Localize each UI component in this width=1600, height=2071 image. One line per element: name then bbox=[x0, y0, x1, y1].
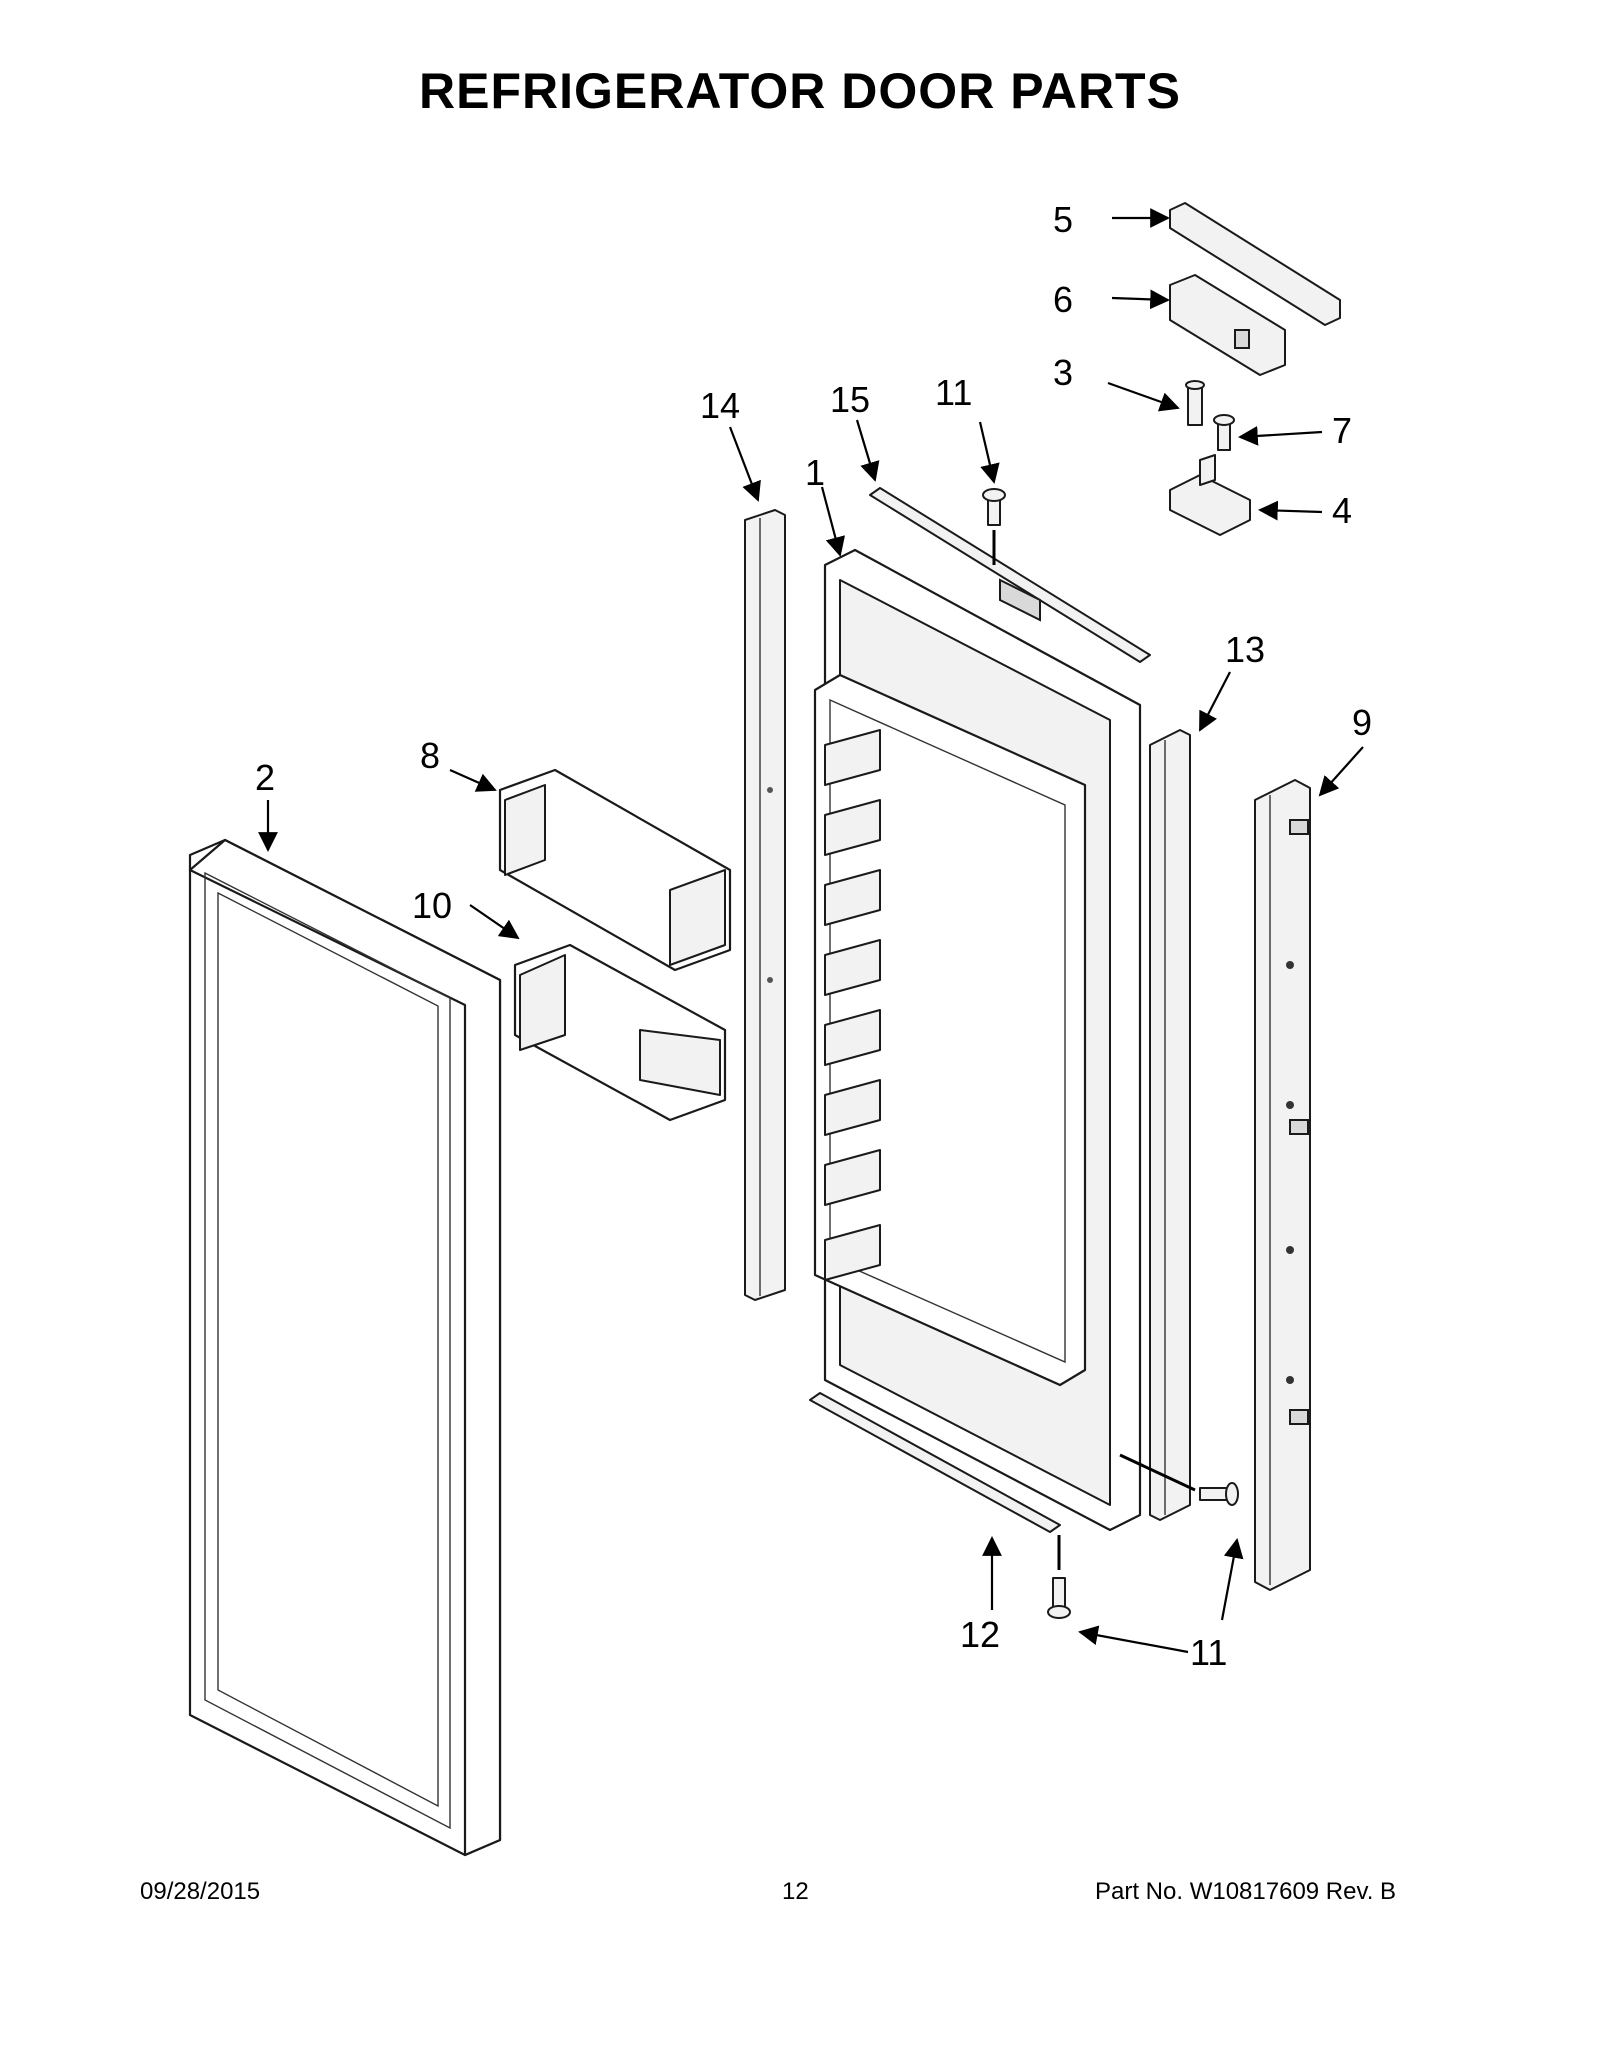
shelf-cradles bbox=[824, 729, 881, 1281]
callout-11-top: 11 bbox=[935, 372, 972, 413]
screw-bottom-part bbox=[1047, 1577, 1071, 1619]
callout-7: 7 bbox=[1332, 410, 1352, 451]
footer-date: 09/28/2015 bbox=[140, 1878, 261, 1905]
leader-lines bbox=[258, 208, 1364, 1654]
door-panel-part bbox=[188, 838, 502, 1857]
hinge-pin-part bbox=[1185, 380, 1205, 426]
screw-side-part bbox=[1199, 1482, 1239, 1506]
hinge-bracket-part bbox=[1169, 454, 1251, 536]
door-bin-upper-part bbox=[498, 768, 732, 972]
callout-3: 3 bbox=[1053, 352, 1073, 393]
callout-4: 4 bbox=[1332, 490, 1352, 531]
page-title: REFRIGERATOR DOOR PARTS bbox=[419, 63, 1181, 119]
bottom-hinge-plate-part bbox=[809, 1392, 1061, 1533]
door-liner-part bbox=[813, 548, 1142, 1532]
callout-1: 1 bbox=[805, 452, 825, 493]
left-gasket-strip-part bbox=[744, 509, 786, 1301]
callout-14: 14 bbox=[700, 385, 740, 426]
callout-15: 15 bbox=[830, 379, 870, 420]
callout-6: 6 bbox=[1053, 279, 1073, 320]
footer-page-number: 12 bbox=[782, 1878, 809, 1905]
callout-10: 10 bbox=[412, 885, 452, 926]
screw-side-axis-line bbox=[1119, 1453, 1196, 1492]
callout-2: 2 bbox=[255, 757, 275, 798]
door-bin-lower-part bbox=[513, 943, 727, 1122]
footer-part-number: Part No. W10817609 Rev. B bbox=[1095, 1878, 1397, 1905]
hinge-cover-part bbox=[1169, 274, 1286, 376]
screw-top-part bbox=[982, 488, 1006, 526]
callout-13: 13 bbox=[1225, 629, 1265, 670]
top-cap-part bbox=[1169, 202, 1341, 326]
door-trim-part bbox=[1254, 779, 1311, 1591]
top-hinge-plate-part bbox=[869, 487, 1151, 663]
right-gasket-strip-part bbox=[1149, 729, 1191, 1521]
callout-5: 5 bbox=[1053, 199, 1073, 240]
callout-12: 12 bbox=[960, 1614, 1000, 1655]
callout-8: 8 bbox=[420, 735, 440, 776]
callout-11-bottom: 11 bbox=[1190, 1632, 1227, 1673]
hinge-screw-part bbox=[1213, 414, 1235, 451]
callout-9: 9 bbox=[1352, 702, 1372, 743]
